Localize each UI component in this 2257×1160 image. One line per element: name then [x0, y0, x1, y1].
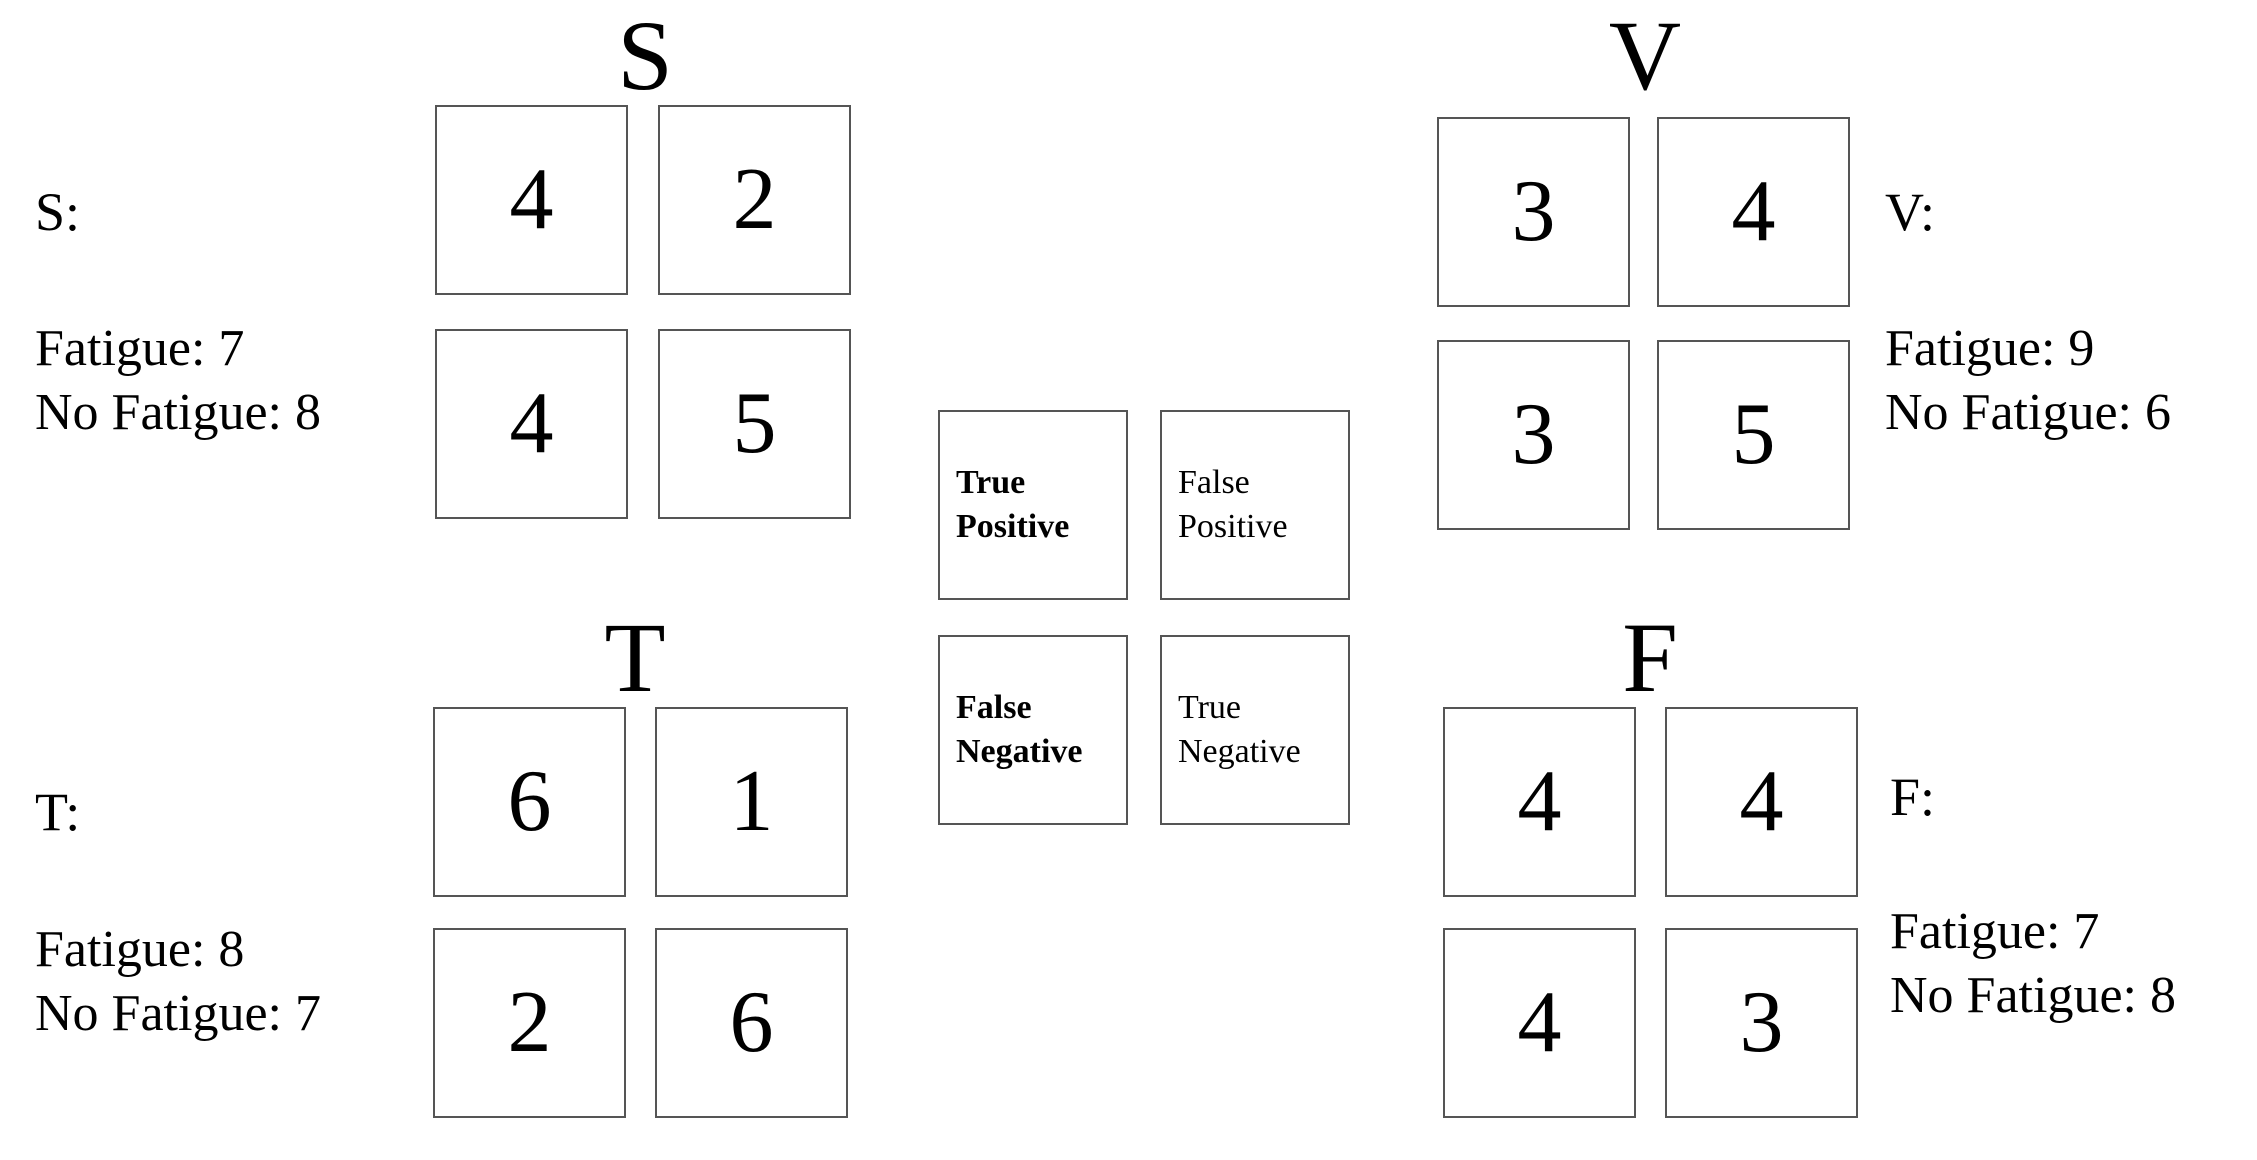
matrix-f-cell-true-negative: 3	[1665, 928, 1858, 1118]
matrix-t-no-fatigue-count: No Fatigue: 7	[35, 985, 321, 1043]
matrix-f-cell-true-positive: 4	[1443, 707, 1636, 897]
matrix-t-key-label: T:	[35, 782, 81, 842]
matrix-t-cell-false-negative: 2	[433, 928, 626, 1118]
matrix-t-counts: Fatigue: 8 No Fatigue: 7	[35, 918, 321, 1047]
legend-true-positive-line1: True	[956, 463, 1026, 501]
matrix-f-fatigue-count: Fatigue: 7	[1890, 903, 2100, 960]
matrix-f-cell-false-positive: 4	[1665, 707, 1858, 897]
matrix-title-f: F	[1622, 602, 1678, 713]
matrix-t-fatigue-count: Fatigue: 8	[35, 921, 245, 978]
matrix-f-key-label: F:	[1890, 767, 1936, 827]
matrix-t-cell-true-negative: 6	[655, 928, 848, 1118]
matrix-t-cell-true-positive: 6	[433, 707, 626, 897]
matrix-title-t: T	[604, 602, 666, 713]
legend-false-positive: False Positive	[1160, 410, 1350, 600]
matrix-title-v: V	[1608, 0, 1682, 111]
matrix-title-s: S	[617, 0, 673, 111]
matrix-v-cell-false-positive: 4	[1657, 117, 1850, 307]
matrix-t-cell-false-positive: 1	[655, 707, 848, 897]
matrix-v-cell-true-positive: 3	[1437, 117, 1630, 307]
matrix-s-cell-true-negative: 5	[658, 329, 851, 519]
legend-true-positive-line2: Positive	[956, 508, 1070, 545]
matrix-s-counts: Fatigue: 7 No Fatigue: 8	[35, 317, 321, 446]
matrix-v-no-fatigue-count: No Fatigue: 6	[1885, 384, 2171, 442]
legend-false-negative-line2: Negative	[956, 733, 1083, 770]
legend-true-positive: True Positive	[938, 410, 1128, 600]
matrix-s-no-fatigue-count: No Fatigue: 8	[35, 384, 321, 442]
matrix-v-cell-true-negative: 5	[1657, 340, 1850, 530]
legend-true-negative: True Negative	[1160, 635, 1350, 825]
matrix-s-cell-true-positive: 4	[435, 105, 628, 295]
legend-true-negative-line1: True	[1178, 688, 1241, 726]
legend-false-positive-line2: Positive	[1178, 508, 1288, 545]
matrix-f-no-fatigue-count: No Fatigue: 8	[1890, 967, 2176, 1025]
legend-true-negative-line2: Negative	[1178, 733, 1301, 770]
matrix-s-cell-false-positive: 2	[658, 105, 851, 295]
legend-false-negative: False Negative	[938, 635, 1128, 825]
matrix-f-cell-false-negative: 4	[1443, 928, 1636, 1118]
matrix-v-key-label: V:	[1885, 182, 1935, 242]
matrix-s-key-label: S:	[35, 182, 81, 242]
matrix-v-fatigue-count: Fatigue: 9	[1885, 320, 2095, 377]
matrix-f-counts: Fatigue: 7 No Fatigue: 8	[1890, 900, 2176, 1029]
matrix-s-cell-false-negative: 4	[435, 329, 628, 519]
matrix-v-cell-false-negative: 3	[1437, 340, 1630, 530]
legend-false-negative-line1: False	[956, 688, 1032, 726]
legend-false-positive-line1: False	[1178, 463, 1250, 501]
matrix-v-counts: Fatigue: 9 No Fatigue: 6	[1885, 317, 2171, 446]
matrix-s-fatigue-count: Fatigue: 7	[35, 320, 245, 377]
